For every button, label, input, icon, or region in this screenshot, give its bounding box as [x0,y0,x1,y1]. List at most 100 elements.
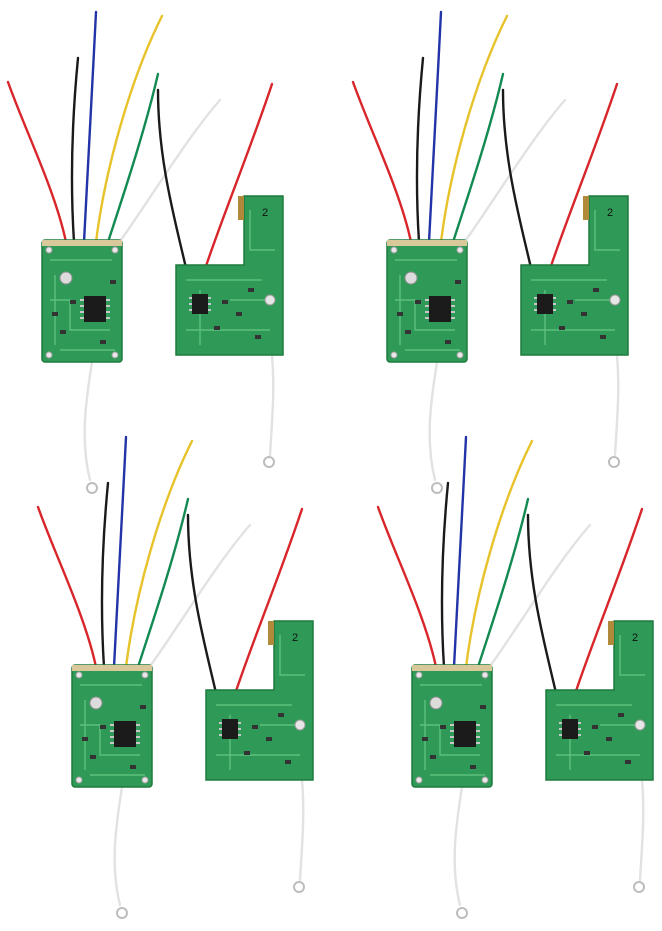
transmitter-chip-pin [238,722,241,724]
transmitter-smd-part [584,751,590,755]
receiver-wire-red [376,505,438,669]
transmitter-coil [583,196,589,220]
receiver-chip-pin [136,730,140,732]
receiver-wire-green [476,497,530,669]
transmitter-smd-part [236,312,242,316]
transmitter-antenna [268,353,275,457]
transmitter-wire-red [549,82,619,268]
transmitter-chip [562,719,578,739]
transmitter-wire-black [186,513,218,695]
receiver-mount-hole [390,351,398,359]
transmitter-chip-pin [534,309,537,311]
receiver-chip-pin [80,311,84,313]
transmitter-chip-pin [189,297,192,299]
transmitter-traces [216,635,305,770]
receiver-mount-hole [141,671,149,679]
transmitter-board [520,195,629,356]
receiver-chip-pin [110,730,114,732]
transmitter-wire-red [204,82,274,268]
receiver-smd-part [100,340,106,344]
transmitter-label: 2 [292,632,298,644]
receiver-chip-pin [106,311,110,313]
receiver-chip-pin [106,299,110,301]
transmitter-chip-pin [189,303,192,305]
transmitter-antenna-ring [633,881,645,893]
receiver-chip [429,296,451,322]
receiver-smd-part [82,737,88,741]
receiver-wire-black [100,481,110,669]
set-2: 2 [351,10,629,494]
receiver-antenna [453,785,464,907]
transmitter-smd-part [592,725,598,729]
receiver-wire-green [136,497,190,669]
receiver-chip-pin [136,736,140,738]
transmitter-traces [531,210,620,345]
receiver-wire-yellow [464,439,534,669]
set-4: 2 [376,435,654,919]
receiver-chip-pin [451,305,455,307]
receiver-mount-hole [111,246,119,254]
receiver-smd-part [52,312,58,316]
transmitter-wire-red [574,507,644,693]
receiver-chip-pin [425,305,429,307]
receiver-chip-pin [451,299,455,301]
receiver-chip-pin [476,730,480,732]
receiver-solder-strip [412,665,492,671]
transmitter-traces [186,210,275,345]
receiver-large-pad [404,271,418,285]
transmitter-chip-pin [238,728,241,730]
transmitter-antenna-ring [293,881,305,893]
receiver-wire-black [440,481,450,669]
receiver-solder-strip [72,665,152,671]
receiver-wire-green [451,72,505,244]
receiver-chip-pin [425,299,429,301]
transmitter-board [175,195,284,356]
receiver-wire-red [6,80,68,244]
transmitter-chip-pin [208,303,211,305]
receiver-wire-white [146,523,252,671]
transmitter-wire-black [501,88,533,270]
receiver-solder-strip [387,240,467,246]
receiver-smd-part [110,280,116,284]
receiver-antenna-ring [431,482,443,494]
transmitter-wire-black [526,513,558,695]
receiver-smd-part [470,765,476,769]
transmitter-chip-pin [534,303,537,305]
receiver-solder-strip [42,240,122,246]
receiver-chip-pin [476,724,480,726]
receiver-smd-part [440,725,446,729]
transmitter-label: 2 [262,207,268,219]
transmitter-antenna [298,778,305,882]
receiver-wire-black [415,56,425,244]
receiver-smd-part [480,705,486,709]
transmitter-antenna [613,353,620,457]
receiver-mount-hole [75,776,83,784]
receiver-chip-pin [450,742,454,744]
transmitter-chip [192,294,208,314]
receiver-mount-hole [141,776,149,784]
receiver-chip-pin [110,742,114,744]
transmitter-chip-pin [219,722,222,724]
receiver-smd-part [415,300,421,304]
transmitter-smd-part [222,300,228,304]
receiver-smd-part [140,705,146,709]
receiver-wire-blue [112,435,128,669]
receiver-wire-green [106,72,160,244]
receiver-traces [80,684,145,776]
receiver-antenna-ring [116,907,128,919]
receiver-antenna [83,360,94,482]
receiver-chip-pin [136,724,140,726]
receiver-smd-part [455,280,461,284]
transmitter-chip-pin [553,303,556,305]
transmitter-chip-pin [208,309,211,311]
transmitter-chip [222,719,238,739]
transmitter-chip-pin [208,297,211,299]
transmitter-chip-pin [578,728,581,730]
receiver-smd-part [430,755,436,759]
transmitter-coil [608,621,614,645]
receiver-chip-pin [476,742,480,744]
transmitter-board [545,620,654,781]
receiver-large-pad [89,696,103,710]
receiver-wire-blue [452,435,468,669]
